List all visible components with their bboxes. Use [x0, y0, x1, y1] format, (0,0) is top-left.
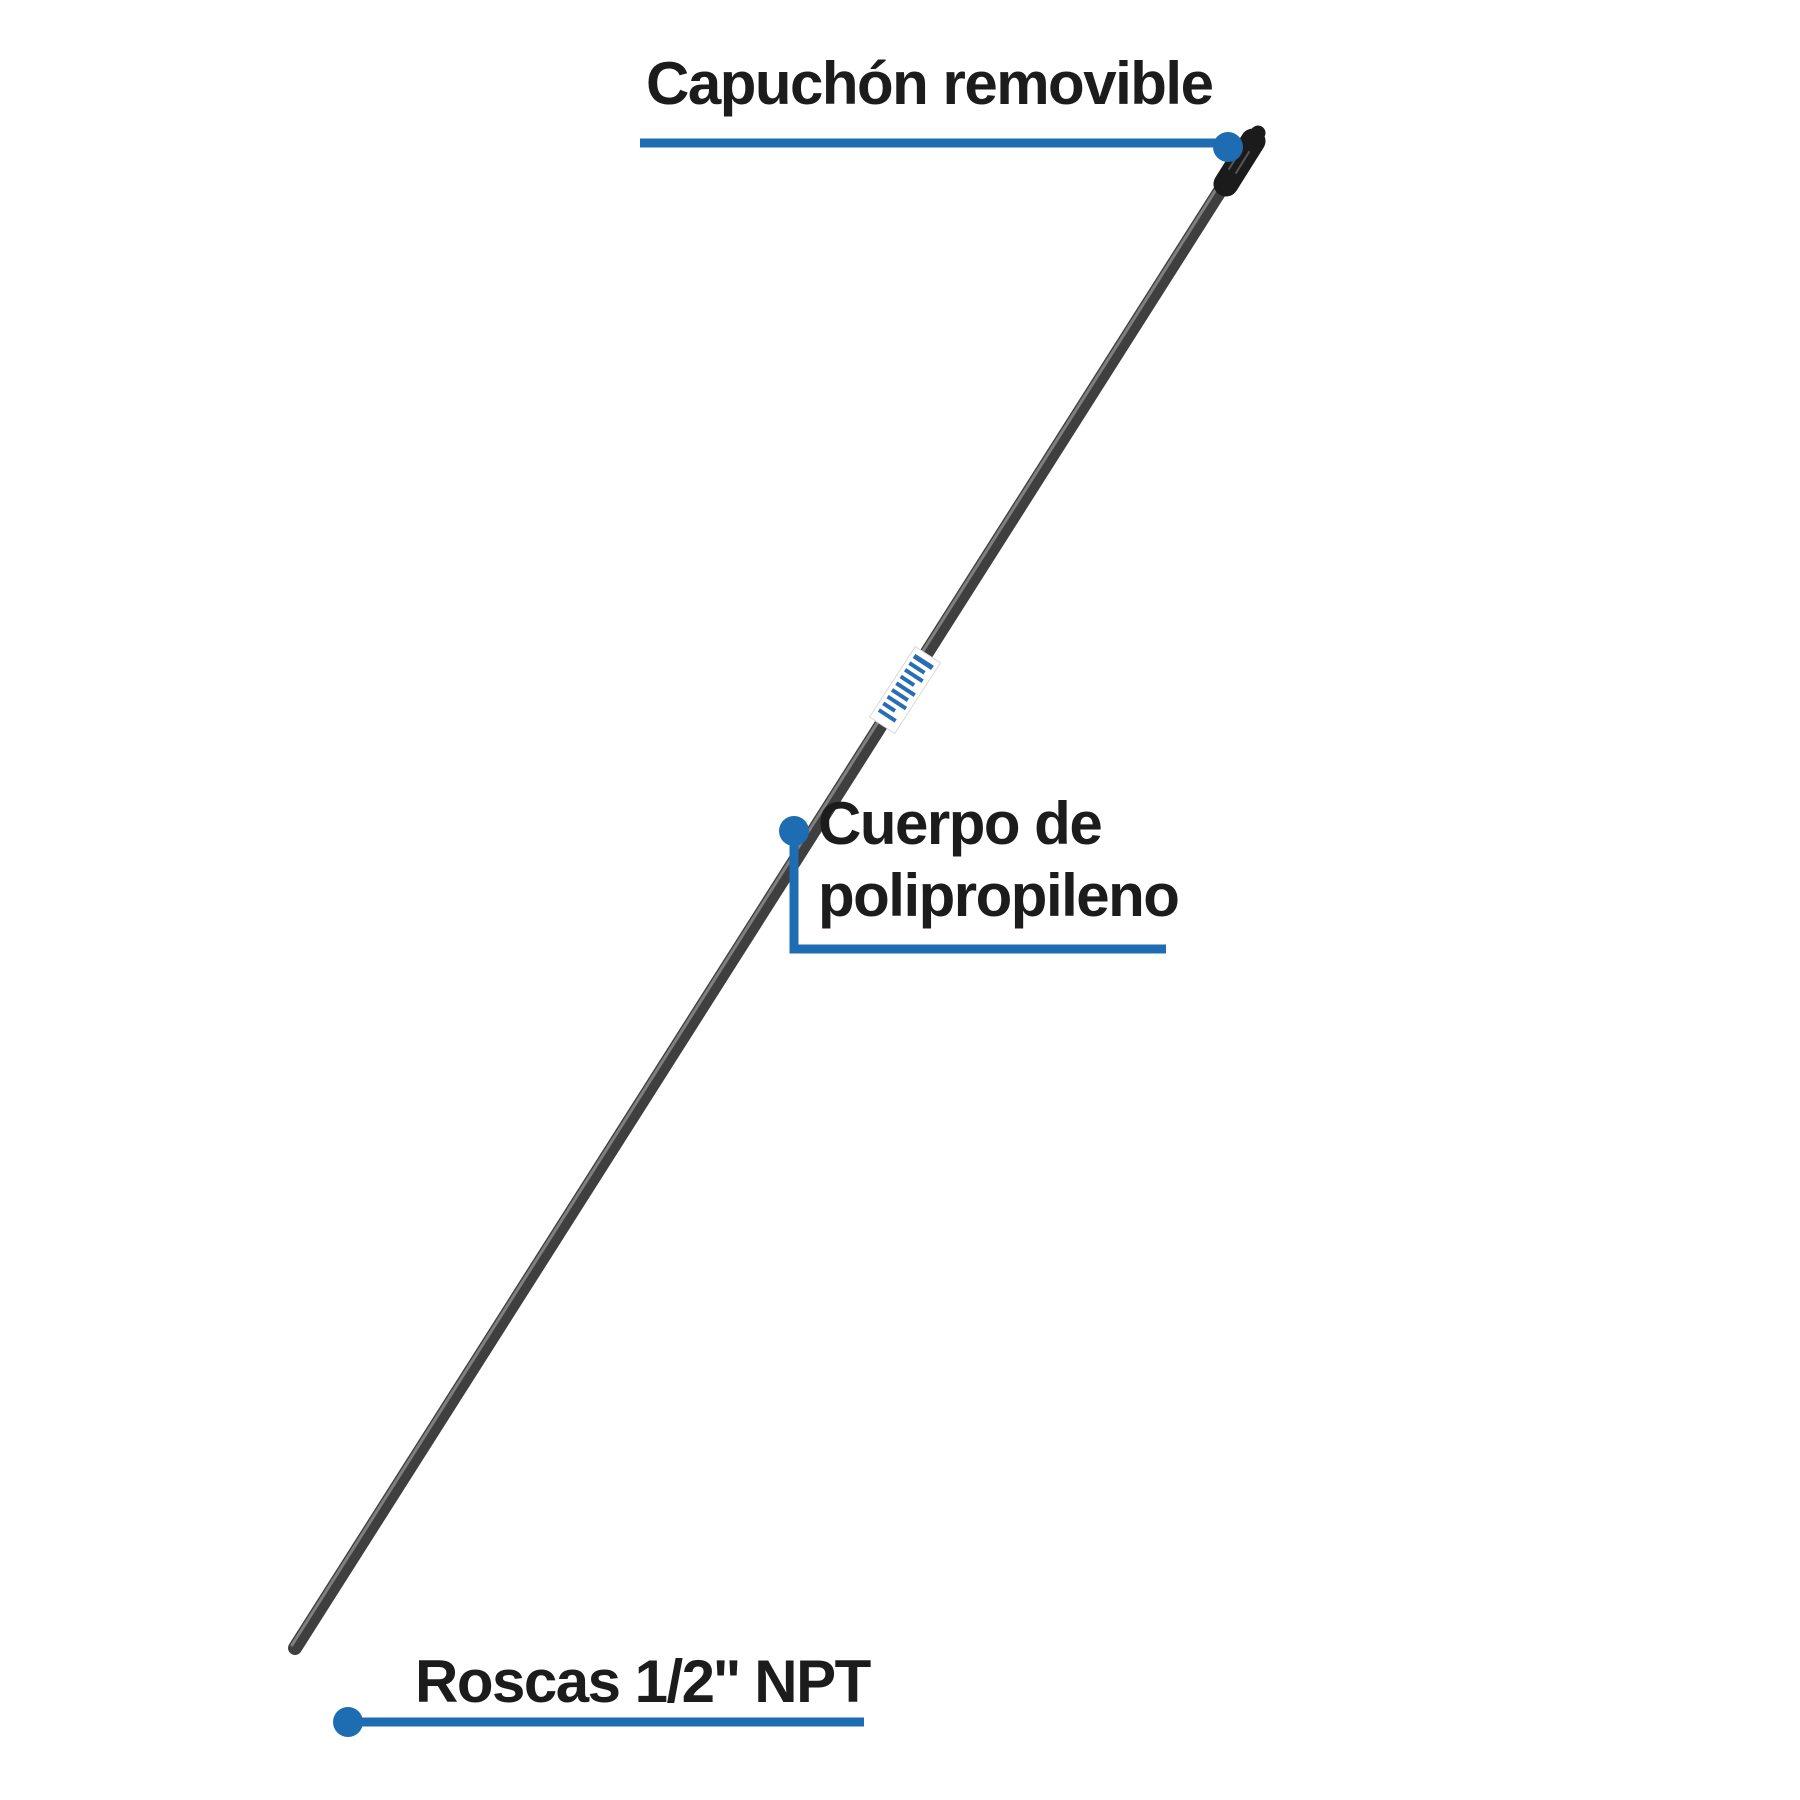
cap-tip [1242, 125, 1266, 154]
label-cuerpo-polipropileno: Cuerpo de polipropileno [818, 788, 1180, 932]
callout-threads [333, 1707, 864, 1737]
pole-shaft [288, 165, 1239, 1655]
callout-cap [640, 132, 1243, 162]
label-roscas-npt: Roscas 1/2'' NPT [415, 1648, 871, 1715]
callout-body [779, 816, 1166, 954]
callout-body-line [789, 836, 1166, 954]
label-cuerpo-line1: Cuerpo de [818, 790, 1103, 857]
label-cuerpo-line2: polipropileno [818, 862, 1180, 929]
pole-highlight [290, 167, 1231, 1647]
callout-body-dot [779, 816, 809, 846]
sticker-text-marks [877, 653, 934, 723]
pole-body [288, 165, 1239, 1655]
cap-ridge [1235, 151, 1250, 174]
label-capuchon-removible: Capuchón removible [646, 50, 1214, 117]
callout-threads-dot [333, 1707, 363, 1737]
product-sticker [868, 645, 942, 735]
callout-cap-dot [1213, 132, 1243, 162]
